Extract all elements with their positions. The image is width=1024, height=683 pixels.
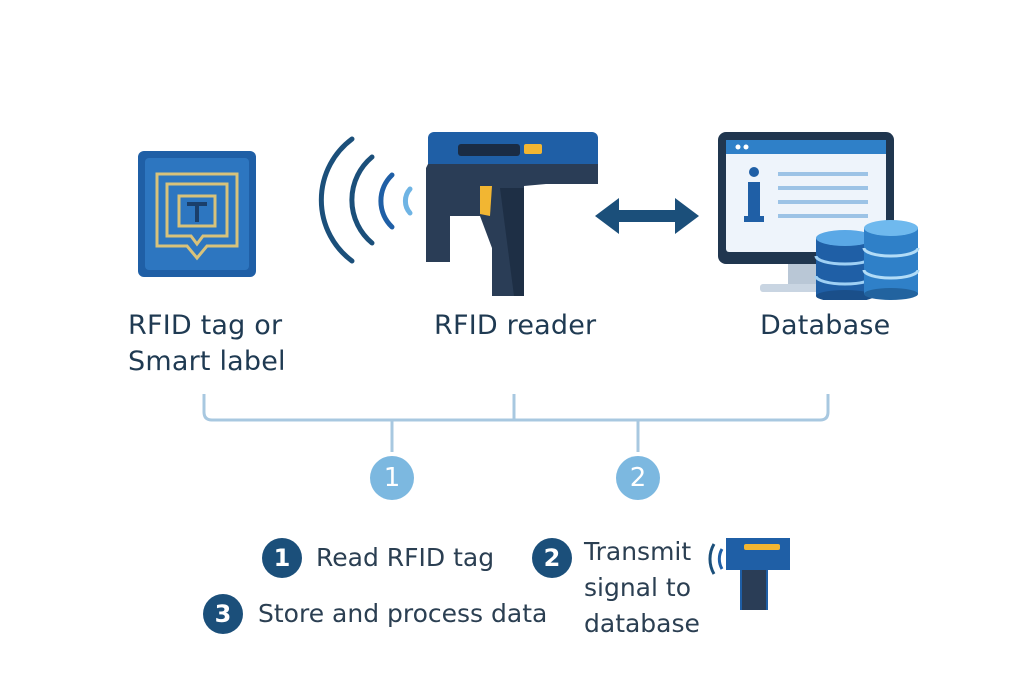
radio-waves-icon [318, 136, 413, 264]
tag-label: RFID tag or Smart label [128, 308, 308, 380]
step-marker-2: 2 [616, 456, 660, 500]
step-1-badge: 1 [262, 538, 302, 578]
step-3-text: Store and process data [258, 599, 548, 628]
step-2-line3: database [584, 609, 700, 638]
bracket-connector [202, 394, 830, 452]
step-3-badge: 3 [203, 594, 243, 634]
step-2-line1: Transmit [584, 537, 692, 566]
bidirectional-arrow-icon [595, 198, 699, 234]
rfid-reader-icon [426, 132, 598, 296]
step-2-line2: signal to [584, 573, 691, 602]
reader-label: RFID reader [434, 310, 597, 341]
step-marker-1: 1 [370, 456, 414, 500]
step-2-text: Transmit signal to database [584, 534, 724, 642]
step-1-text: Read RFID tag [316, 543, 495, 572]
mini-reader-icon [708, 538, 790, 610]
database-label: Database [760, 310, 891, 341]
database-icon [718, 132, 920, 300]
tag-label-line2: Smart label [128, 346, 286, 377]
tag-label-line1: RFID tag or [128, 310, 283, 341]
step-2-badge: 2 [532, 538, 572, 578]
rfid-tag-icon [138, 151, 256, 277]
